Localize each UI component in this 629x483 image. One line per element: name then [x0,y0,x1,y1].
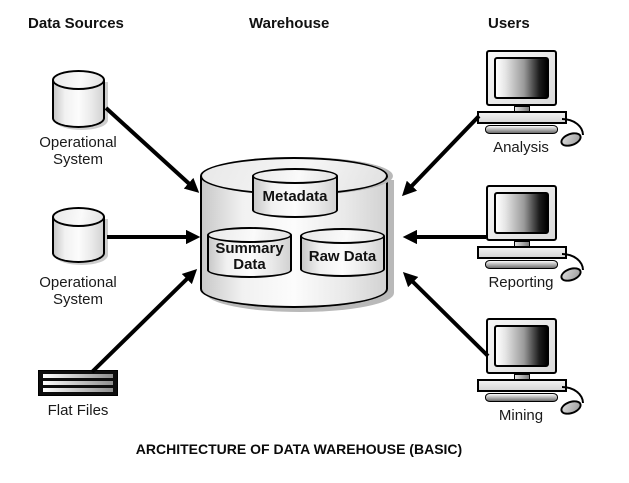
metadata-label: Metadata [262,188,328,206]
node-operational-system-1: Operational System [25,70,131,175]
raw-data-label: Raw Data [308,247,377,265]
keyboard-icon [485,393,558,402]
flat-file-stripe [43,374,113,378]
column-header-warehouse: Warehouse [249,15,330,32]
node-raw-data: Raw Data [300,228,385,277]
arrow-analysis-to-warehouse [402,114,481,197]
summary-data-label: Summary Data [215,239,284,273]
cylinder-body [252,176,338,218]
computer-monitor-icon [486,185,557,241]
node-analysis: Analysis [476,48,588,160]
computer-screen-icon [494,57,549,99]
flat-file-stripe [43,381,113,385]
node-flat-files: Flat Files [25,370,131,425]
analysis-label: Analysis [493,139,549,156]
keyboard-icon [485,125,558,134]
node-mining: Mining [476,316,588,428]
cylinder-top [207,227,292,243]
flat-files-label: Flat Files [47,402,109,419]
column-header-data-sources: Data Sources [28,15,124,32]
node-metadata: Metadata [252,168,338,218]
operational-system-1-label: Operational System [39,134,117,168]
computer-screen-icon [494,192,549,234]
computer-monitor-icon [486,50,557,106]
node-operational-system-2: Operational System [25,207,131,312]
arrow-mining-to-warehouse [402,271,490,358]
diagram-caption: ARCHITECTURE OF DATA WAREHOUSE (BASIC) [135,441,463,457]
arrow-flat-files-to-warehouse [90,268,198,374]
flat-files-icon [38,370,118,396]
cylinder-top [52,70,105,90]
flat-file-stripe [43,388,113,392]
cylinder-top [252,168,338,184]
cylinder-top [300,228,385,244]
database-cylinder-icon [52,207,105,263]
column-header-users: Users [488,15,530,32]
arrow-operational-system-1-to-warehouse [104,106,200,193]
node-reporting: Reporting [476,183,588,295]
computer-screen-icon [494,325,549,367]
database-cylinder-icon [52,70,105,128]
reporting-label: Reporting [488,274,554,291]
keyboard-icon [485,260,558,269]
cylinder-top [52,207,105,227]
computer-monitor-icon [486,318,557,374]
node-warehouse: Metadata Summary Data Raw Data [200,157,388,308]
node-summary-data: Summary Data [207,227,292,278]
operational-system-2-label: Operational System [39,274,117,308]
mining-label: Mining [498,407,544,424]
